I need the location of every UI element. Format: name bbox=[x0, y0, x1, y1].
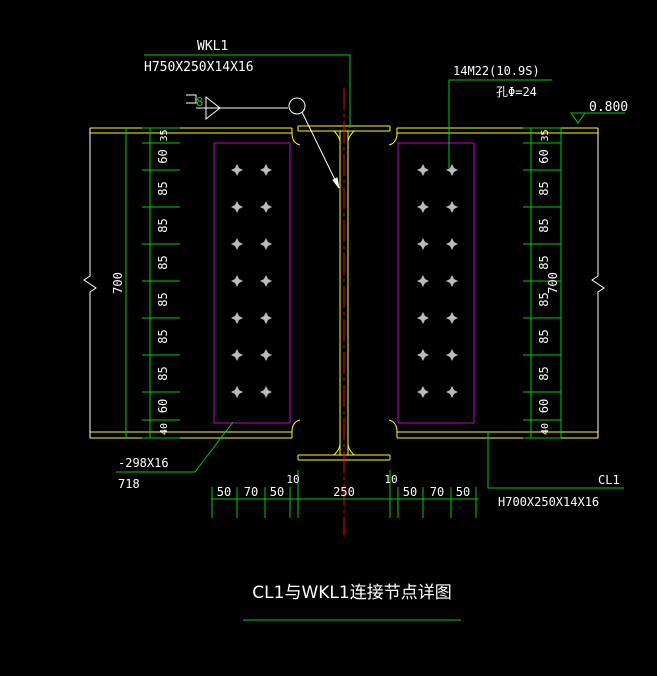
bolt bbox=[446, 349, 458, 361]
vertical-dimension-label: 85 bbox=[156, 255, 170, 269]
hole-spec: 孔Φ=24 bbox=[496, 85, 537, 99]
bottom-left-dim-1: 50 bbox=[217, 485, 231, 499]
bolt bbox=[417, 164, 429, 176]
vertical-dimension-label: 85 bbox=[156, 181, 170, 195]
bottom-right-dim-1: 50 bbox=[403, 485, 417, 499]
bolt bbox=[446, 164, 458, 176]
splice-plates bbox=[213, 142, 475, 424]
elevation-value: 0.800 bbox=[589, 100, 628, 115]
bolt bbox=[417, 386, 429, 398]
drawing-title: CL1与WKL1连接节点详图 bbox=[252, 583, 451, 603]
vertical-dimension-label: 85 bbox=[537, 181, 551, 195]
bottom-right-dim-3: 50 bbox=[456, 485, 470, 499]
weld-size: 8 bbox=[196, 95, 203, 109]
wkl1-section: H750X250X14X16 bbox=[144, 60, 254, 75]
gap-left-dim: 10 bbox=[286, 473, 299, 486]
vertical-dimension-label: 85 bbox=[537, 329, 551, 343]
bolt bbox=[260, 164, 272, 176]
vertical-dimension-label: 85 bbox=[537, 292, 551, 306]
gap-right-dim: 10 bbox=[384, 473, 397, 486]
plate-spec: -298X16 bbox=[118, 456, 169, 470]
bottom-left-dim-2: 70 bbox=[244, 485, 258, 499]
left-height-dimension: 700 bbox=[111, 272, 125, 294]
bolt bbox=[231, 386, 243, 398]
vertical-dimension-label: 85 bbox=[537, 255, 551, 269]
vertical-dimension-label: 60 bbox=[156, 149, 170, 163]
bolt bbox=[260, 312, 272, 324]
bolt bbox=[231, 349, 243, 361]
vertical-dimension-label: 60 bbox=[537, 399, 551, 413]
vertical-dimension-label: 85 bbox=[537, 218, 551, 232]
bolt bbox=[417, 312, 429, 324]
bolt bbox=[260, 275, 272, 287]
bolt bbox=[231, 238, 243, 250]
bolt bbox=[446, 201, 458, 213]
bolt bbox=[446, 275, 458, 287]
vertical-dimension-label: 60 bbox=[537, 149, 551, 163]
vertical-dimension-label: 35 bbox=[540, 129, 551, 141]
cl1-name: CL1 bbox=[598, 473, 620, 487]
vertical-dimension-label: 85 bbox=[156, 329, 170, 343]
bolt bbox=[260, 238, 272, 250]
vertical-dimension-label: 85 bbox=[156, 218, 170, 232]
bolt bbox=[231, 164, 243, 176]
weld-symbol bbox=[186, 94, 340, 189]
vertical-dimension-ticks bbox=[142, 127, 561, 439]
dimension-lines bbox=[83, 54, 625, 621]
bolt-spec: 14M22(10.9S) bbox=[453, 64, 540, 78]
wkl1-name: WKL1 bbox=[197, 39, 228, 54]
vertical-dimension-label: 85 bbox=[537, 366, 551, 380]
bolt bbox=[446, 386, 458, 398]
bolt bbox=[231, 275, 243, 287]
bolt bbox=[417, 238, 429, 250]
bolt bbox=[446, 238, 458, 250]
vertical-dimension-label: 85 bbox=[156, 292, 170, 306]
center-dim: 250 bbox=[333, 485, 355, 499]
bolt-group bbox=[231, 164, 458, 398]
bolt bbox=[231, 201, 243, 213]
vertical-dimension-label: 85 bbox=[156, 366, 170, 380]
right-height-dimension: 700 bbox=[546, 272, 560, 294]
bolt bbox=[260, 201, 272, 213]
vertical-dimension-label: 60 bbox=[156, 399, 170, 413]
bolt bbox=[417, 349, 429, 361]
bolt bbox=[231, 312, 243, 324]
plate-length: 718 bbox=[118, 477, 140, 491]
cl1-section: H700X250X14X16 bbox=[498, 495, 599, 509]
bolt bbox=[446, 312, 458, 324]
bolt bbox=[417, 275, 429, 287]
bolt bbox=[260, 349, 272, 361]
vertical-dimension-label: 40 bbox=[159, 423, 170, 435]
vertical-dimension-label: 40 bbox=[540, 423, 551, 435]
bolt bbox=[417, 201, 429, 213]
vertical-dimension-label: 35 bbox=[159, 129, 170, 141]
bottom-left-dim-3: 50 bbox=[270, 485, 284, 499]
bottom-right-dim-2: 70 bbox=[430, 485, 444, 499]
bolt bbox=[260, 386, 272, 398]
